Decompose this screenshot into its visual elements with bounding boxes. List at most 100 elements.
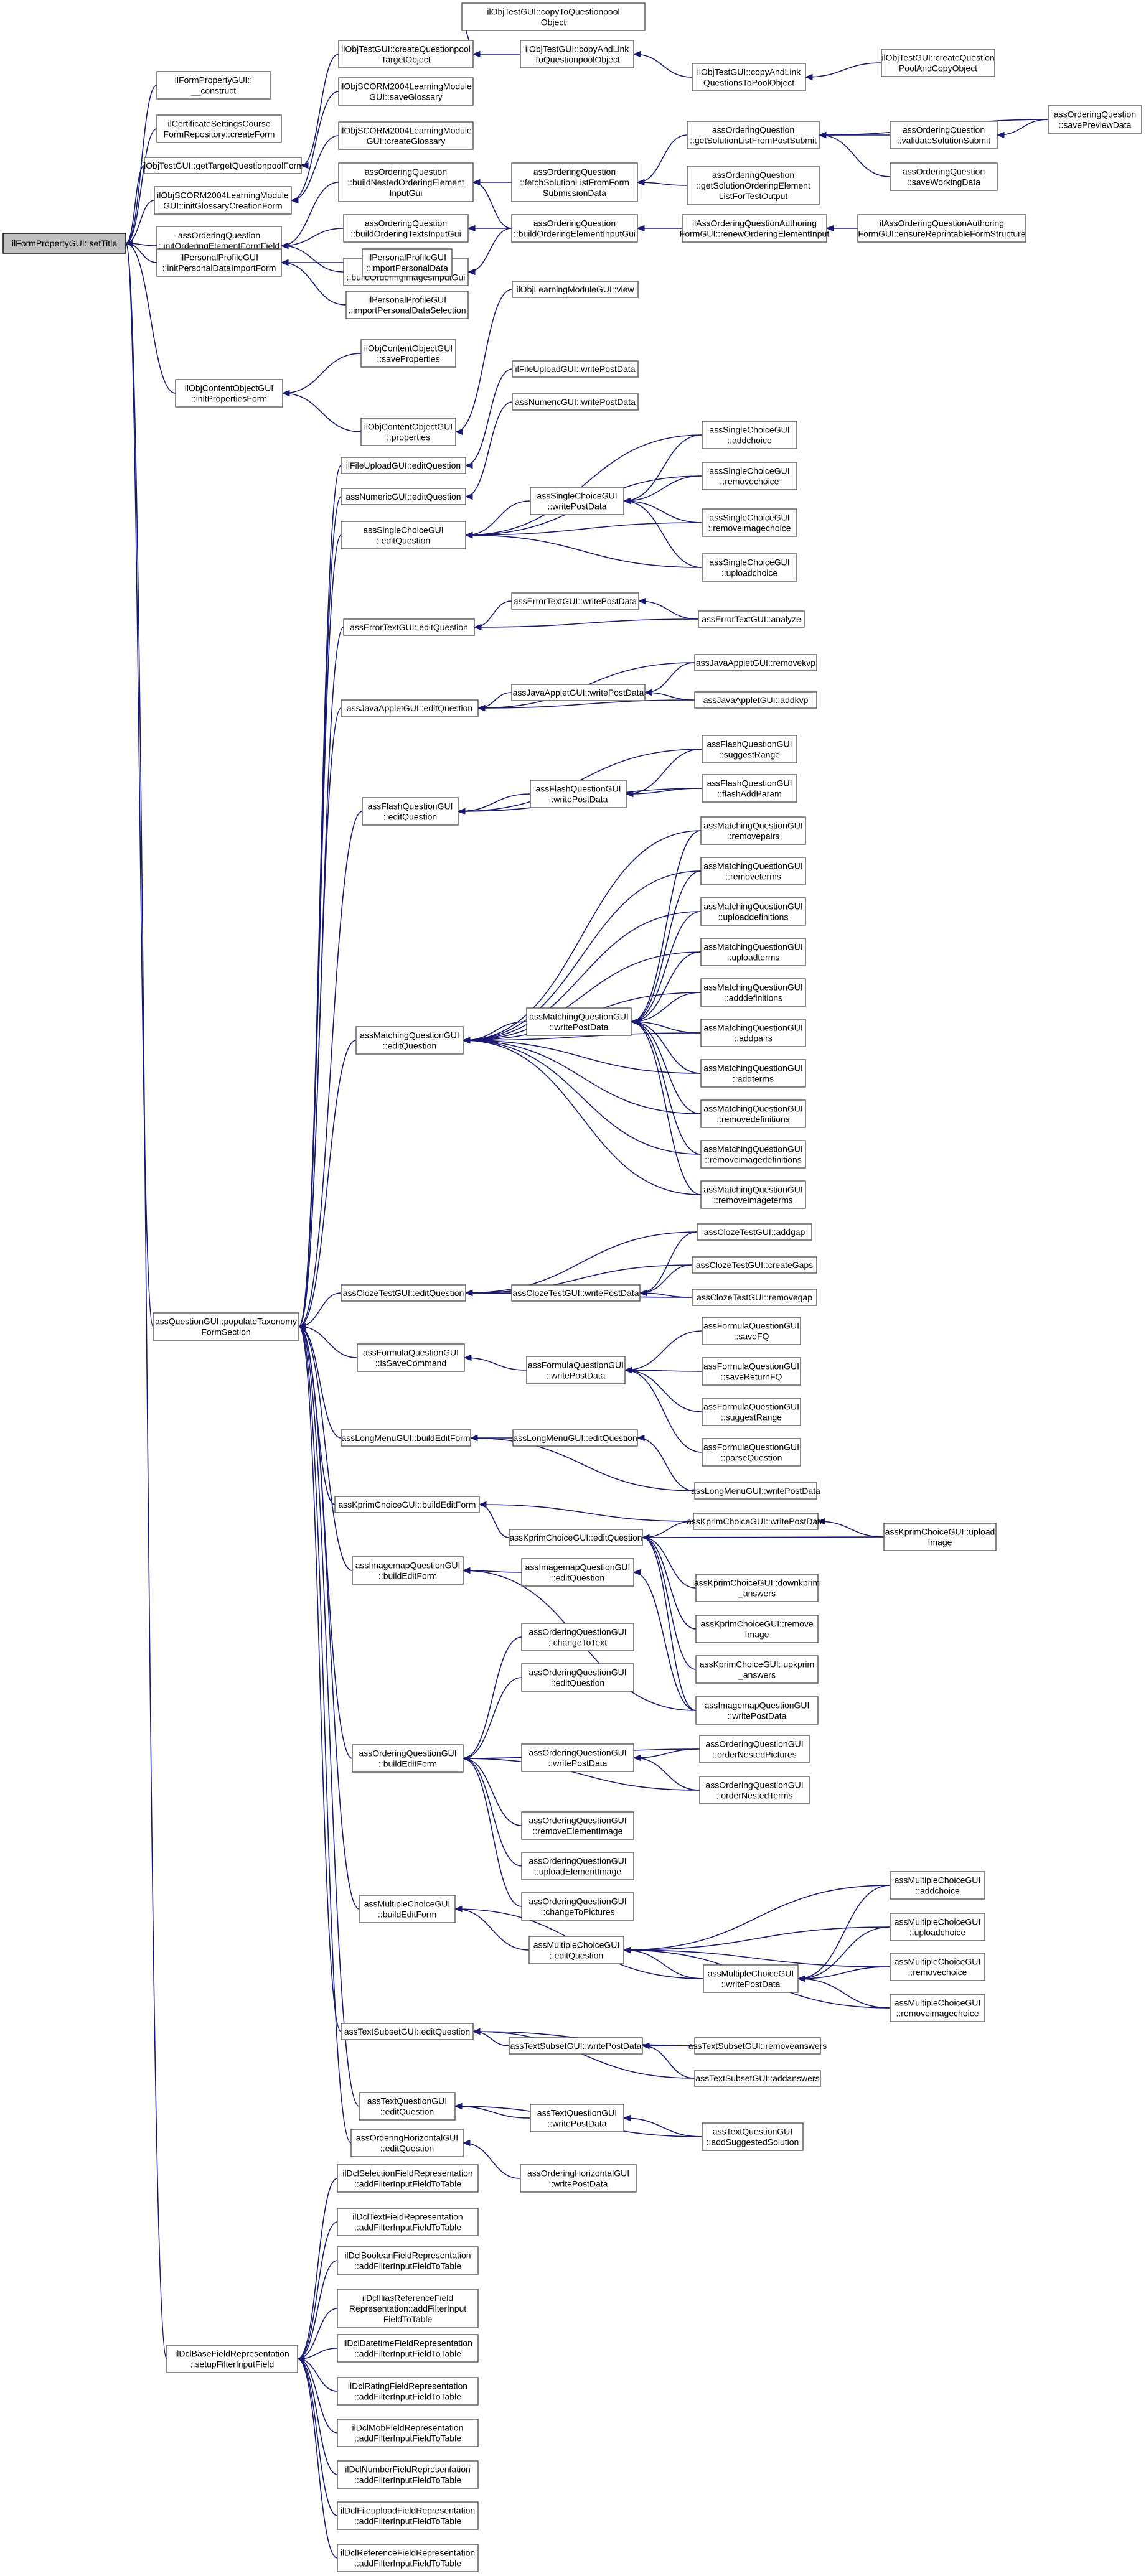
- node-ilobjtestgui-copyandlinkquestionstopoolobject[interactable]: ilObjTestGUI::copyAndLinkQuestionsToPool…: [692, 63, 806, 91]
- node-assorderingquestiongui-changetotext[interactable]: assOrderingQuestionGUI::changeToText: [521, 1623, 634, 1651]
- node-assflashquestiongui-writepostdata[interactable]: assFlashQuestionGUI::writePostData: [530, 780, 627, 808]
- node-assorderingquestion-savepreviewdata[interactable]: assOrderingQuestion::savePreviewData: [1048, 105, 1142, 134]
- node-assmatchingquestiongui-uploaddefinitions[interactable]: assMatchingQuestionGUI::uploaddefinition…: [700, 897, 806, 926]
- node-asstextsubsetgui-editquestion[interactable]: assTextSubsetGUI::editQuestion: [341, 2023, 474, 2040]
- node-assmultiplechoicegui-buildeditform[interactable]: assMultipleChoiceGUI::buildEditForm: [359, 1895, 456, 1923]
- node-assmultiplechoicegui-uploadchoice[interactable]: assMultipleChoiceGUI::uploadchoice: [890, 1913, 985, 1941]
- node-assmatchingquestiongui-uploadterms[interactable]: assMatchingQuestionGUI::uploadterms: [700, 938, 806, 966]
- node-assmatchingquestiongui-addterms[interactable]: assMatchingQuestionGUI::addterms: [700, 1059, 806, 1088]
- node-assflashquestiongui-suggestrange[interactable]: assFlashQuestionGUI::suggestRange: [702, 735, 797, 763]
- node-ilpersonalprofilegui-importpersonaldataselection[interactable]: ilPersonalProfileGUI::importPersonalData…: [345, 291, 469, 319]
- node-ilobjcontentobjectgui-properties[interactable]: ilObjContentObjectGUI::properties: [360, 418, 456, 446]
- node-ilobjtestgui-createquestionpooltargetobject[interactable]: ilObjTestGUI::createQuestionpoolTargetOb…: [338, 40, 474, 68]
- node-asskprimchoicegui-buildeditform[interactable]: assKprimChoiceGUI::buildEditForm: [334, 1496, 480, 1513]
- node-assclozetestgui-editquestion[interactable]: assClozeTestGUI::editQuestion: [341, 1284, 466, 1302]
- node-assclozetestgui-removegap[interactable]: assClozeTestGUI::removegap: [692, 1289, 817, 1306]
- node-asstextquestiongui-editquestion[interactable]: assTextQuestionGUI::editQuestion: [359, 2092, 456, 2121]
- root-node-ilformpropertygui-settitle[interactable]: ilFormPropertyGUI::setTitle: [2, 233, 126, 254]
- node-asslongmenugui-writepostdata[interactable]: assLongMenuGUI::writePostData: [691, 1482, 820, 1500]
- node-assclozetestgui-creategaps[interactable]: assClozeTestGUI::createGaps: [692, 1256, 817, 1274]
- node-ildclreferencefieldrepresentation-addfilterinputfieldtotable[interactable]: ilDclReferenceFieldRepresentation::addFi…: [337, 2544, 479, 2572]
- node-ildcltextfieldrepresentation-addfilterinputfieldtotable[interactable]: ilDclTextFieldRepresentation::addFilterI…: [337, 2208, 479, 2236]
- node-assorderinghorizontalgui-editquestion[interactable]: assOrderingHorizontalGUI::editQuestion: [350, 2129, 464, 2157]
- node-assmatchingquestiongui-editquestion[interactable]: assMatchingQuestionGUI::editQuestion: [355, 1026, 464, 1055]
- node-asstextsubsetgui-addanswers[interactable]: assTextSubsetGUI::addanswers: [694, 2070, 821, 2087]
- node-ilobjscorm2004learningmodulegui-createglossary[interactable]: ilObjSCORM2004LearningModuleGUI::createG…: [338, 121, 474, 150]
- node-assorderingquestion-getsolutionorderingelementlistfortestoutput[interactable]: assOrderingQuestion::getSolutionOrdering…: [687, 166, 820, 205]
- node-asssinglechoicegui-removeimagechoice[interactable]: assSingleChoiceGUI::removeimagechoice: [702, 508, 797, 537]
- node-asserrortextgui-editquestion[interactable]: assErrorTextGUI::editQuestion: [343, 618, 475, 636]
- node-ildclmobfieldrepresentation-addfilterinputfieldtotable[interactable]: ilDclMobFieldRepresentation::addFilterIn…: [337, 2419, 479, 2447]
- node-assformulaquestiongui-savefq[interactable]: assFormulaQuestionGUI::saveFQ: [702, 1317, 801, 1345]
- node-assorderingquestiongui-removeelementimage[interactable]: assOrderingQuestionGUI::removeElementIma…: [521, 1811, 634, 1840]
- node-asssinglechoicegui-addchoice[interactable]: assSingleChoiceGUI::addchoice: [702, 421, 797, 449]
- node-asstextquestiongui-writepostdata[interactable]: assTextQuestionGUI::writePostData: [530, 2104, 624, 2132]
- node-assimagemapquestiongui-buildeditform[interactable]: assImagemapQuestionGUI::buildEditForm: [352, 1556, 464, 1585]
- node-ilfileuploadgui-editquestion[interactable]: ilFileUploadGUI::editQuestion: [341, 457, 466, 474]
- node-assorderingquestion-validatesolutionsubmit[interactable]: assOrderingQuestion::validateSolutionSub…: [890, 121, 998, 149]
- node-assimagemapquestiongui-editquestion[interactable]: assImagemapQuestionGUI::editQuestion: [521, 1558, 634, 1587]
- node-assorderingquestion-buildnestedorderingelementinputgui[interactable]: assOrderingQuestion::buildNestedOrdering…: [338, 162, 474, 202]
- node-assflashquestiongui-flashaddparam[interactable]: assFlashQuestionGUI::flashAddParam: [702, 774, 797, 803]
- node-assorderingquestiongui-uploadelementimage[interactable]: assOrderingQuestionGUI::uploadElementIma…: [521, 1852, 634, 1880]
- node-asserrortextgui-analyze[interactable]: assErrorTextGUI::analyze: [698, 610, 805, 628]
- node-assorderingquestion-fetchsolutionlistfromformsubmissiondata[interactable]: assOrderingQuestion::fetchSolutionListFr…: [511, 162, 638, 202]
- node-ilobjtestgui-gettargetquestionpoolform[interactable]: ilObjTestGUI::getTargetQuestionpoolForm: [142, 157, 304, 174]
- node-assorderingquestion-saveworkingdata[interactable]: assOrderingQuestion::saveWorkingData: [890, 162, 998, 191]
- node-ilpersonalprofilegui-initpersonaldataimportform[interactable]: ilPersonalProfileGUI::initPersonalDataIm…: [156, 248, 282, 277]
- node-assorderinghorizontalgui-writepostdata[interactable]: assOrderingHorizontalGUI::writePostData: [520, 2164, 637, 2193]
- node-assorderingquestion-buildorderingtextsinputgui[interactable]: assOrderingQuestion::buildOrderingTextsI…: [343, 214, 469, 243]
- node-assquestiongui-populatetaxonomyformsection[interactable]: assQuestionGUI::populateTaxonomyFormSect…: [153, 1312, 299, 1341]
- node-asssinglechoicegui-writepostdata[interactable]: assSingleChoiceGUI::writePostData: [530, 487, 624, 515]
- node-ildclfileuploadfieldrepresentation-addfilterinputfieldtotable[interactable]: ilDclFileuploadFieldRepresentation::addF…: [337, 2501, 479, 2530]
- node-assorderingquestion-getsolutionlistfrompostsubmit[interactable]: assOrderingQuestion::getSolutionListFrom…: [687, 121, 820, 149]
- node-asssinglechoicegui-removechoice[interactable]: assSingleChoiceGUI::removechoice: [702, 462, 797, 490]
- node-ilobjscorm2004learningmodulegui-saveglossary[interactable]: ilObjSCORM2004LearningModuleGUI::saveGlo…: [338, 77, 474, 106]
- node-assformulaquestiongui-savereturnfq[interactable]: assFormulaQuestionGUI::saveReturnFQ: [702, 1357, 801, 1386]
- node-ilobjtestgui-createquestionpoolandcopyobject[interactable]: ilObjTestGUI::createQuestionPoolAndCopyO…: [881, 49, 995, 77]
- node-asslongmenugui-editquestion[interactable]: assLongMenuGUI::editQuestion: [512, 1429, 638, 1447]
- node-assnumericgui-writepostdata[interactable]: assNumericGUI::writePostData: [512, 393, 639, 411]
- node-ilformpropertygui-construct[interactable]: ilFormPropertyGUI::__construct: [156, 71, 271, 100]
- node-asskprimchoicegui-upkprim-answers[interactable]: assKprimChoiceGUI::upkprim_answers: [695, 1655, 819, 1684]
- node-assjavaappletgui-addkvp[interactable]: assJavaAppletGUI::addkvp: [694, 691, 817, 709]
- node-ildcldatetimefieldrepresentation-addfilterinputfieldtotable[interactable]: ilDclDatetimeFieldRepresentation::addFil…: [337, 2334, 479, 2363]
- node-assmatchingquestiongui-adddefinitions[interactable]: assMatchingQuestionGUI::adddefinitions: [700, 978, 806, 1007]
- node-assformulaquestiongui-parsequestion[interactable]: assFormulaQuestionGUI::parseQuestion: [702, 1438, 801, 1467]
- node-assformulaquestiongui-writepostdata[interactable]: assFormulaQuestionGUI::writePostData: [526, 1356, 626, 1384]
- node-asskprimchoicegui-downkprim-answers[interactable]: assKprimChoiceGUI::downkprim_answers: [694, 1574, 820, 1602]
- node-assmatchingquestiongui-removeterms[interactable]: assMatchingQuestionGUI::removeterms: [700, 857, 806, 885]
- node-assimagemapquestiongui-writepostdata[interactable]: assImagemapQuestionGUI::writePostData: [695, 1696, 819, 1725]
- node-assjavaappletgui-removekvp[interactable]: assJavaAppletGUI::removekvp: [694, 654, 817, 671]
- node-assmultiplechoicegui-addchoice[interactable]: assMultipleChoiceGUI::addchoice: [890, 1871, 985, 1900]
- node-asstextquestiongui-addsuggestedsolution[interactable]: assTextQuestionGUI::addSuggestedSolution: [702, 2122, 804, 2151]
- node-assorderingquestiongui-changetopictures[interactable]: assOrderingQuestionGUI::changeToPictures: [521, 1892, 634, 1921]
- node-asstextsubsetgui-removeanswers[interactable]: assTextSubsetGUI::removeanswers: [688, 2037, 827, 2055]
- node-assjavaappletgui-editquestion[interactable]: assJavaAppletGUI::editQuestion: [341, 699, 479, 717]
- node-assmatchingquestiongui-removepairs[interactable]: assMatchingQuestionGUI::removepairs: [700, 816, 806, 845]
- node-assmultiplechoicegui-editquestion[interactable]: assMultipleChoiceGUI::editQuestion: [528, 1936, 624, 1964]
- node-ilpersonalprofilegui-importpersonaldata[interactable]: ilPersonalProfileGUI::importPersonalData: [362, 248, 453, 277]
- node-assmatchingquestiongui-removeimagedefinitions[interactable]: assMatchingQuestionGUI::removeimagedefin…: [700, 1140, 806, 1169]
- node-ilobjscorm2004learningmodulegui-initglossarycreationform[interactable]: ilObjSCORM2004LearningModuleGUI::initGlo…: [154, 186, 292, 215]
- node-ildclselectionfieldrepresentation-addfilterinputfieldtotable[interactable]: ilDclSelectionFieldRepresentation::addFi…: [337, 2164, 479, 2193]
- node-assorderingquestiongui-ordernestedpictures[interactable]: assOrderingQuestionGUI::orderNestedPictu…: [699, 1735, 810, 1763]
- node-ildcliliasreferencefieldrepresentation-addfilterinputfieldtotable[interactable]: ilDclIliasReferenceFieldRepresentation::…: [337, 2289, 479, 2328]
- node-assformulaquestiongui-issavecommand[interactable]: assFormulaQuestionGUI::isSaveCommand: [357, 1343, 465, 1372]
- node-ildclnumberfieldrepresentation-addfilterinputfieldtotable[interactable]: ilDclNumberFieldRepresentation::addFilte…: [337, 2460, 479, 2489]
- node-assmatchingquestiongui-writepostdata[interactable]: assMatchingQuestionGUI::writePostData: [526, 1007, 632, 1036]
- node-asssinglechoicegui-uploadchoice[interactable]: assSingleChoiceGUI::uploadchoice: [702, 553, 797, 582]
- node-assmatchingquestiongui-addpairs[interactable]: assMatchingQuestionGUI::addpairs: [700, 1019, 806, 1047]
- node-asskprimchoicegui-writepostdata[interactable]: assKprimChoiceGUI::writePostData: [687, 1513, 825, 1530]
- node-ildclbasefieldrepresentation-setupfilterinputfield[interactable]: ilDclBaseFieldRepresentation::setupFilte…: [166, 2345, 298, 2373]
- node-assmatchingquestiongui-removeimageterms[interactable]: assMatchingQuestionGUI::removeimageterms: [700, 1180, 806, 1209]
- node-assorderingquestiongui-buildeditform[interactable]: assOrderingQuestionGUI::buildEditForm: [352, 1744, 464, 1773]
- node-ilobjtestgui-copyandlinktoquestionpoolobject[interactable]: ilObjTestGUI::copyAndLinkToQuestionpoolO…: [520, 40, 634, 68]
- node-asslongmenugui-buildeditform[interactable]: assLongMenuGUI::buildEditForm: [341, 1429, 471, 1447]
- node-ildclratingfieldrepresentation-addfilterinputfieldtotable[interactable]: ilDclRatingFieldRepresentation::addFilte…: [337, 2377, 479, 2406]
- node-assformulaquestiongui-suggestrange[interactable]: assFormulaQuestionGUI::suggestRange: [702, 1398, 801, 1426]
- node-asssinglechoicegui-editquestion[interactable]: assSingleChoiceGUI::editQuestion: [341, 521, 466, 549]
- node-assnumericgui-editquestion[interactable]: assNumericGUI::editQuestion: [341, 488, 466, 505]
